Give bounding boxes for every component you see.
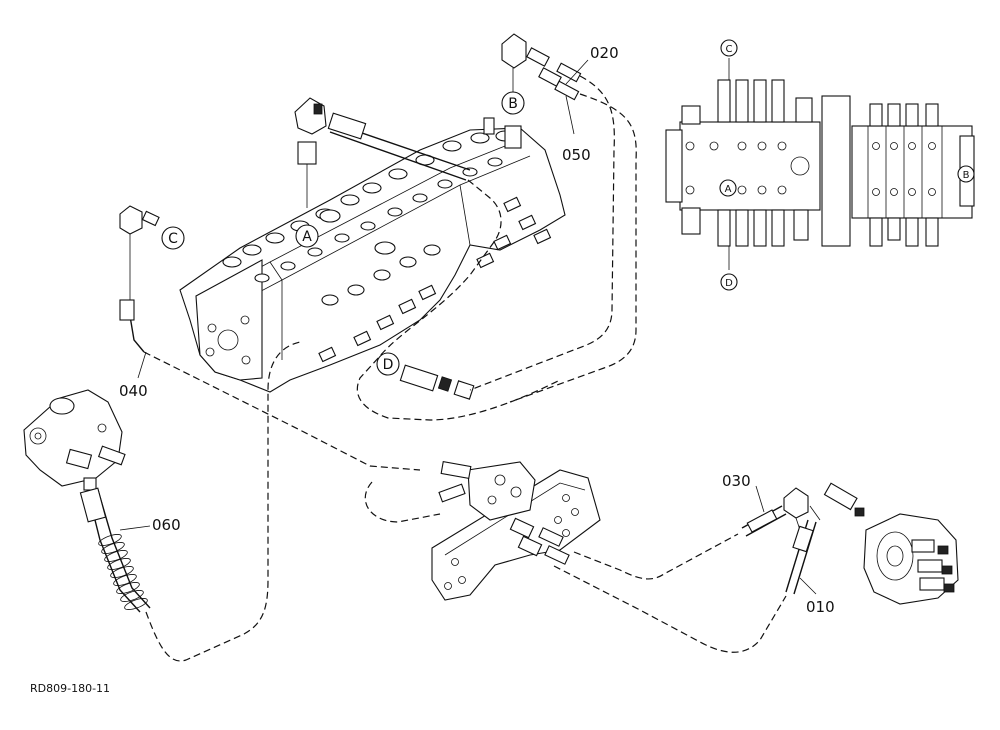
svg-text:A: A bbox=[725, 184, 732, 195]
callout-040: 040 bbox=[119, 382, 148, 400]
svg-text:D: D bbox=[383, 357, 394, 373]
valve-side-fittings bbox=[318, 196, 552, 363]
svg-text:B: B bbox=[963, 170, 970, 181]
hose-060 bbox=[79, 341, 301, 662]
left-pilot-valve bbox=[23, 389, 126, 491]
hose-030 bbox=[573, 505, 787, 580]
spring-guard bbox=[98, 534, 148, 610]
port-b-fittings bbox=[501, 33, 582, 101]
callout-050: 050 bbox=[562, 146, 591, 164]
callout-020: 020 bbox=[590, 44, 619, 62]
port-a-elbow-fitting bbox=[294, 97, 327, 208]
callout-leaders bbox=[119, 59, 817, 595]
port-c-fitting bbox=[119, 205, 160, 304]
port-marker-c-main: C bbox=[161, 226, 185, 250]
valve-port-bosses bbox=[222, 130, 515, 306]
drawing-code: RD809-180-11 bbox=[30, 682, 110, 695]
svg-text:A: A bbox=[302, 229, 312, 245]
callout-030: 030 bbox=[722, 472, 751, 490]
callout-060: 060 bbox=[152, 516, 181, 534]
center-manifold-plate bbox=[431, 461, 601, 601]
hose-020-050 bbox=[356, 75, 637, 523]
inset-valve-top-view bbox=[665, 58, 975, 270]
port-marker-b-inset: B bbox=[957, 165, 975, 183]
right-motor-assembly bbox=[783, 482, 959, 605]
port-marker-d-main: D bbox=[376, 352, 400, 376]
port-marker-d-inset: D bbox=[720, 273, 738, 291]
callout-010: 010 bbox=[806, 598, 835, 616]
port-marker-a-inset: A bbox=[719, 179, 737, 197]
port-marker-a-main: A bbox=[295, 224, 319, 248]
port-marker-b-main: B bbox=[501, 91, 525, 115]
svg-text:C: C bbox=[168, 231, 178, 247]
port-marker-c-inset: C bbox=[720, 39, 738, 57]
port-d-fitting bbox=[399, 364, 475, 400]
hose-010 bbox=[553, 519, 817, 653]
svg-text:B: B bbox=[508, 96, 518, 112]
top-pipe bbox=[327, 112, 471, 181]
hose-040 bbox=[119, 299, 421, 471]
svg-text:C: C bbox=[726, 44, 733, 55]
main-control-valve bbox=[179, 117, 566, 393]
svg-text:D: D bbox=[725, 278, 733, 289]
